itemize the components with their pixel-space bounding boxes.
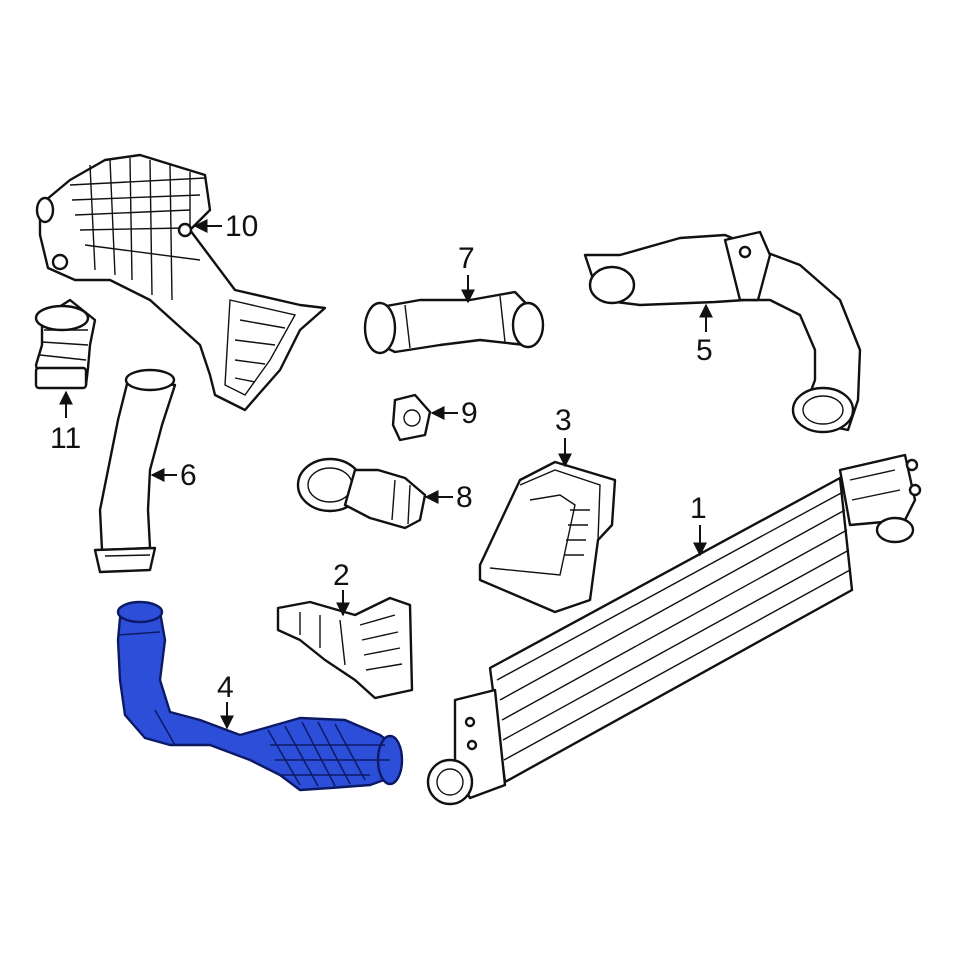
callout-8-label: 8 xyxy=(456,481,473,514)
callout-7: 7 xyxy=(458,242,475,304)
callout-7-label: 7 xyxy=(458,242,475,275)
callout-1-label: 1 xyxy=(690,492,707,525)
callout-1: 1 xyxy=(690,492,707,557)
callout-3-label: 3 xyxy=(555,404,572,437)
callout-9: 9 xyxy=(430,397,478,430)
callout-5-label: 5 xyxy=(696,334,713,367)
part-9-sensor[interactable] xyxy=(391,393,432,442)
part-1-intercooler[interactable] xyxy=(426,453,922,806)
part-11-intake-elbow[interactable] xyxy=(34,298,97,390)
part-3-bracket[interactable] xyxy=(478,460,617,614)
callout-4: 4 xyxy=(217,671,234,730)
callout-6: 6 xyxy=(150,459,197,492)
part-7-upper-hose[interactable] xyxy=(363,290,545,355)
callout-11: 11 xyxy=(50,390,81,455)
callout-3: 3 xyxy=(555,404,572,468)
callout-2: 2 xyxy=(333,559,350,617)
part-2-bracket[interactable] xyxy=(276,596,414,700)
callout-5: 5 xyxy=(696,303,713,367)
callout-4-label: 4 xyxy=(217,671,234,704)
callout-9-label: 9 xyxy=(461,397,478,430)
callout-11-label: 11 xyxy=(50,422,81,455)
callout-6-label: 6 xyxy=(180,459,197,492)
part-5-bent-pipe[interactable] xyxy=(583,230,862,434)
callout-2-label: 2 xyxy=(333,559,350,592)
part-8-short-hose[interactable] xyxy=(296,457,427,530)
part-6-vertical-hose[interactable] xyxy=(93,368,177,574)
part-4-charge-air-hose-highlighted[interactable] xyxy=(116,600,404,792)
callout-10-label: 10 xyxy=(225,210,258,243)
part-10-air-intake-housing[interactable] xyxy=(35,153,327,412)
callout-10: 10 xyxy=(193,210,258,243)
callout-8: 8 xyxy=(424,481,473,514)
